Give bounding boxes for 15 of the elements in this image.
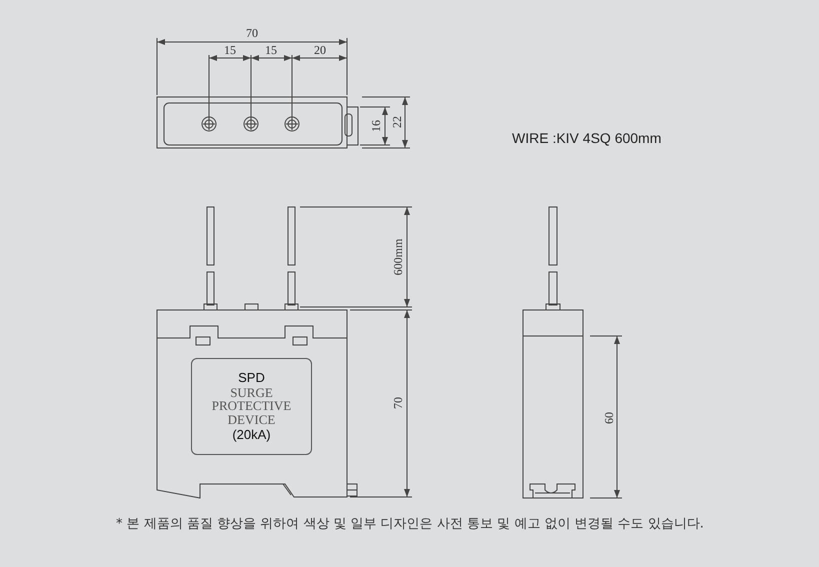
dimension-label: 16 xyxy=(370,120,382,132)
dimension-label: 22 xyxy=(391,116,403,128)
dimension-label: 20 xyxy=(314,44,326,56)
dimension-label: 70 xyxy=(246,27,258,39)
product-label-text: SPD xyxy=(238,370,265,385)
label-plate xyxy=(191,358,312,455)
wire-spec-text: WIRE :KIV 4SQ 600mm xyxy=(512,131,662,145)
dimension-label: 60 xyxy=(603,412,615,424)
rating-text: (20kA) xyxy=(232,428,271,442)
dimension-label: 15 xyxy=(224,44,236,56)
dimension-label: 600mm xyxy=(392,238,404,276)
product-description: SURGE PROTECTIVE DEVICE xyxy=(210,386,292,426)
dimension-label: 15 xyxy=(265,44,277,56)
disclaimer-note: * 본 제품의 품질 향상을 위하여 색상 및 일부 디자인은 사전 통보 및 예고 없이 변경될 수도 있습니다. xyxy=(116,518,704,530)
dimension-label: 70 xyxy=(392,397,404,409)
